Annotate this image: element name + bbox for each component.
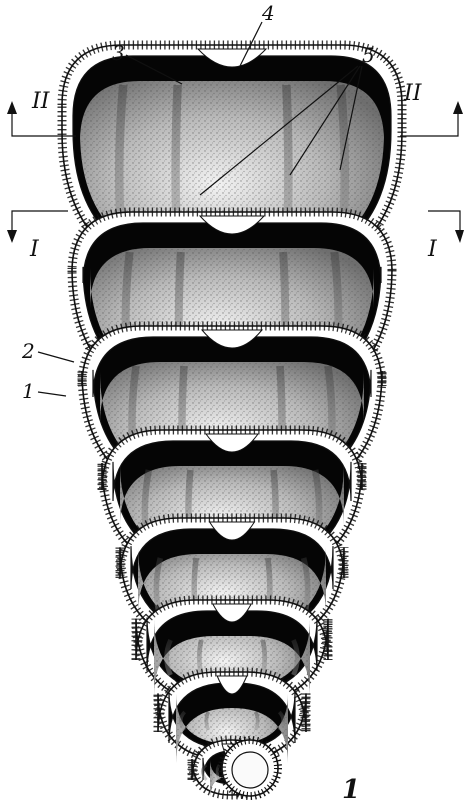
label-3: 3 <box>112 41 125 65</box>
callout-2: 2 <box>21 339 74 363</box>
terminal-core <box>232 752 268 788</box>
figure-number: 1 <box>342 775 360 805</box>
section-marker-lower-left: I <box>7 211 68 262</box>
section-label-lower-left: I <box>29 237 40 262</box>
terminal-ring <box>222 740 278 796</box>
label-5: 5 <box>362 43 375 67</box>
label-4: 4 <box>261 1 275 25</box>
label-2: 2 <box>21 339 35 363</box>
callout-1: 1 <box>22 379 66 403</box>
section-label-upper-right: II <box>403 81 423 106</box>
section-marker-upper-right: II <box>400 81 463 136</box>
longitudinal-ridge <box>199 640 201 675</box>
segment-stack <box>62 45 402 798</box>
section-label-lower-right: I <box>427 237 438 262</box>
longitudinal-ridge <box>256 712 258 730</box>
section-marker-lower-right: I <box>427 211 464 262</box>
section-label-upper-left: II <box>31 89 51 114</box>
longitudinal-ridge <box>206 712 208 730</box>
label-1: 1 <box>22 379 35 403</box>
longitudinal-ridge <box>263 640 265 675</box>
